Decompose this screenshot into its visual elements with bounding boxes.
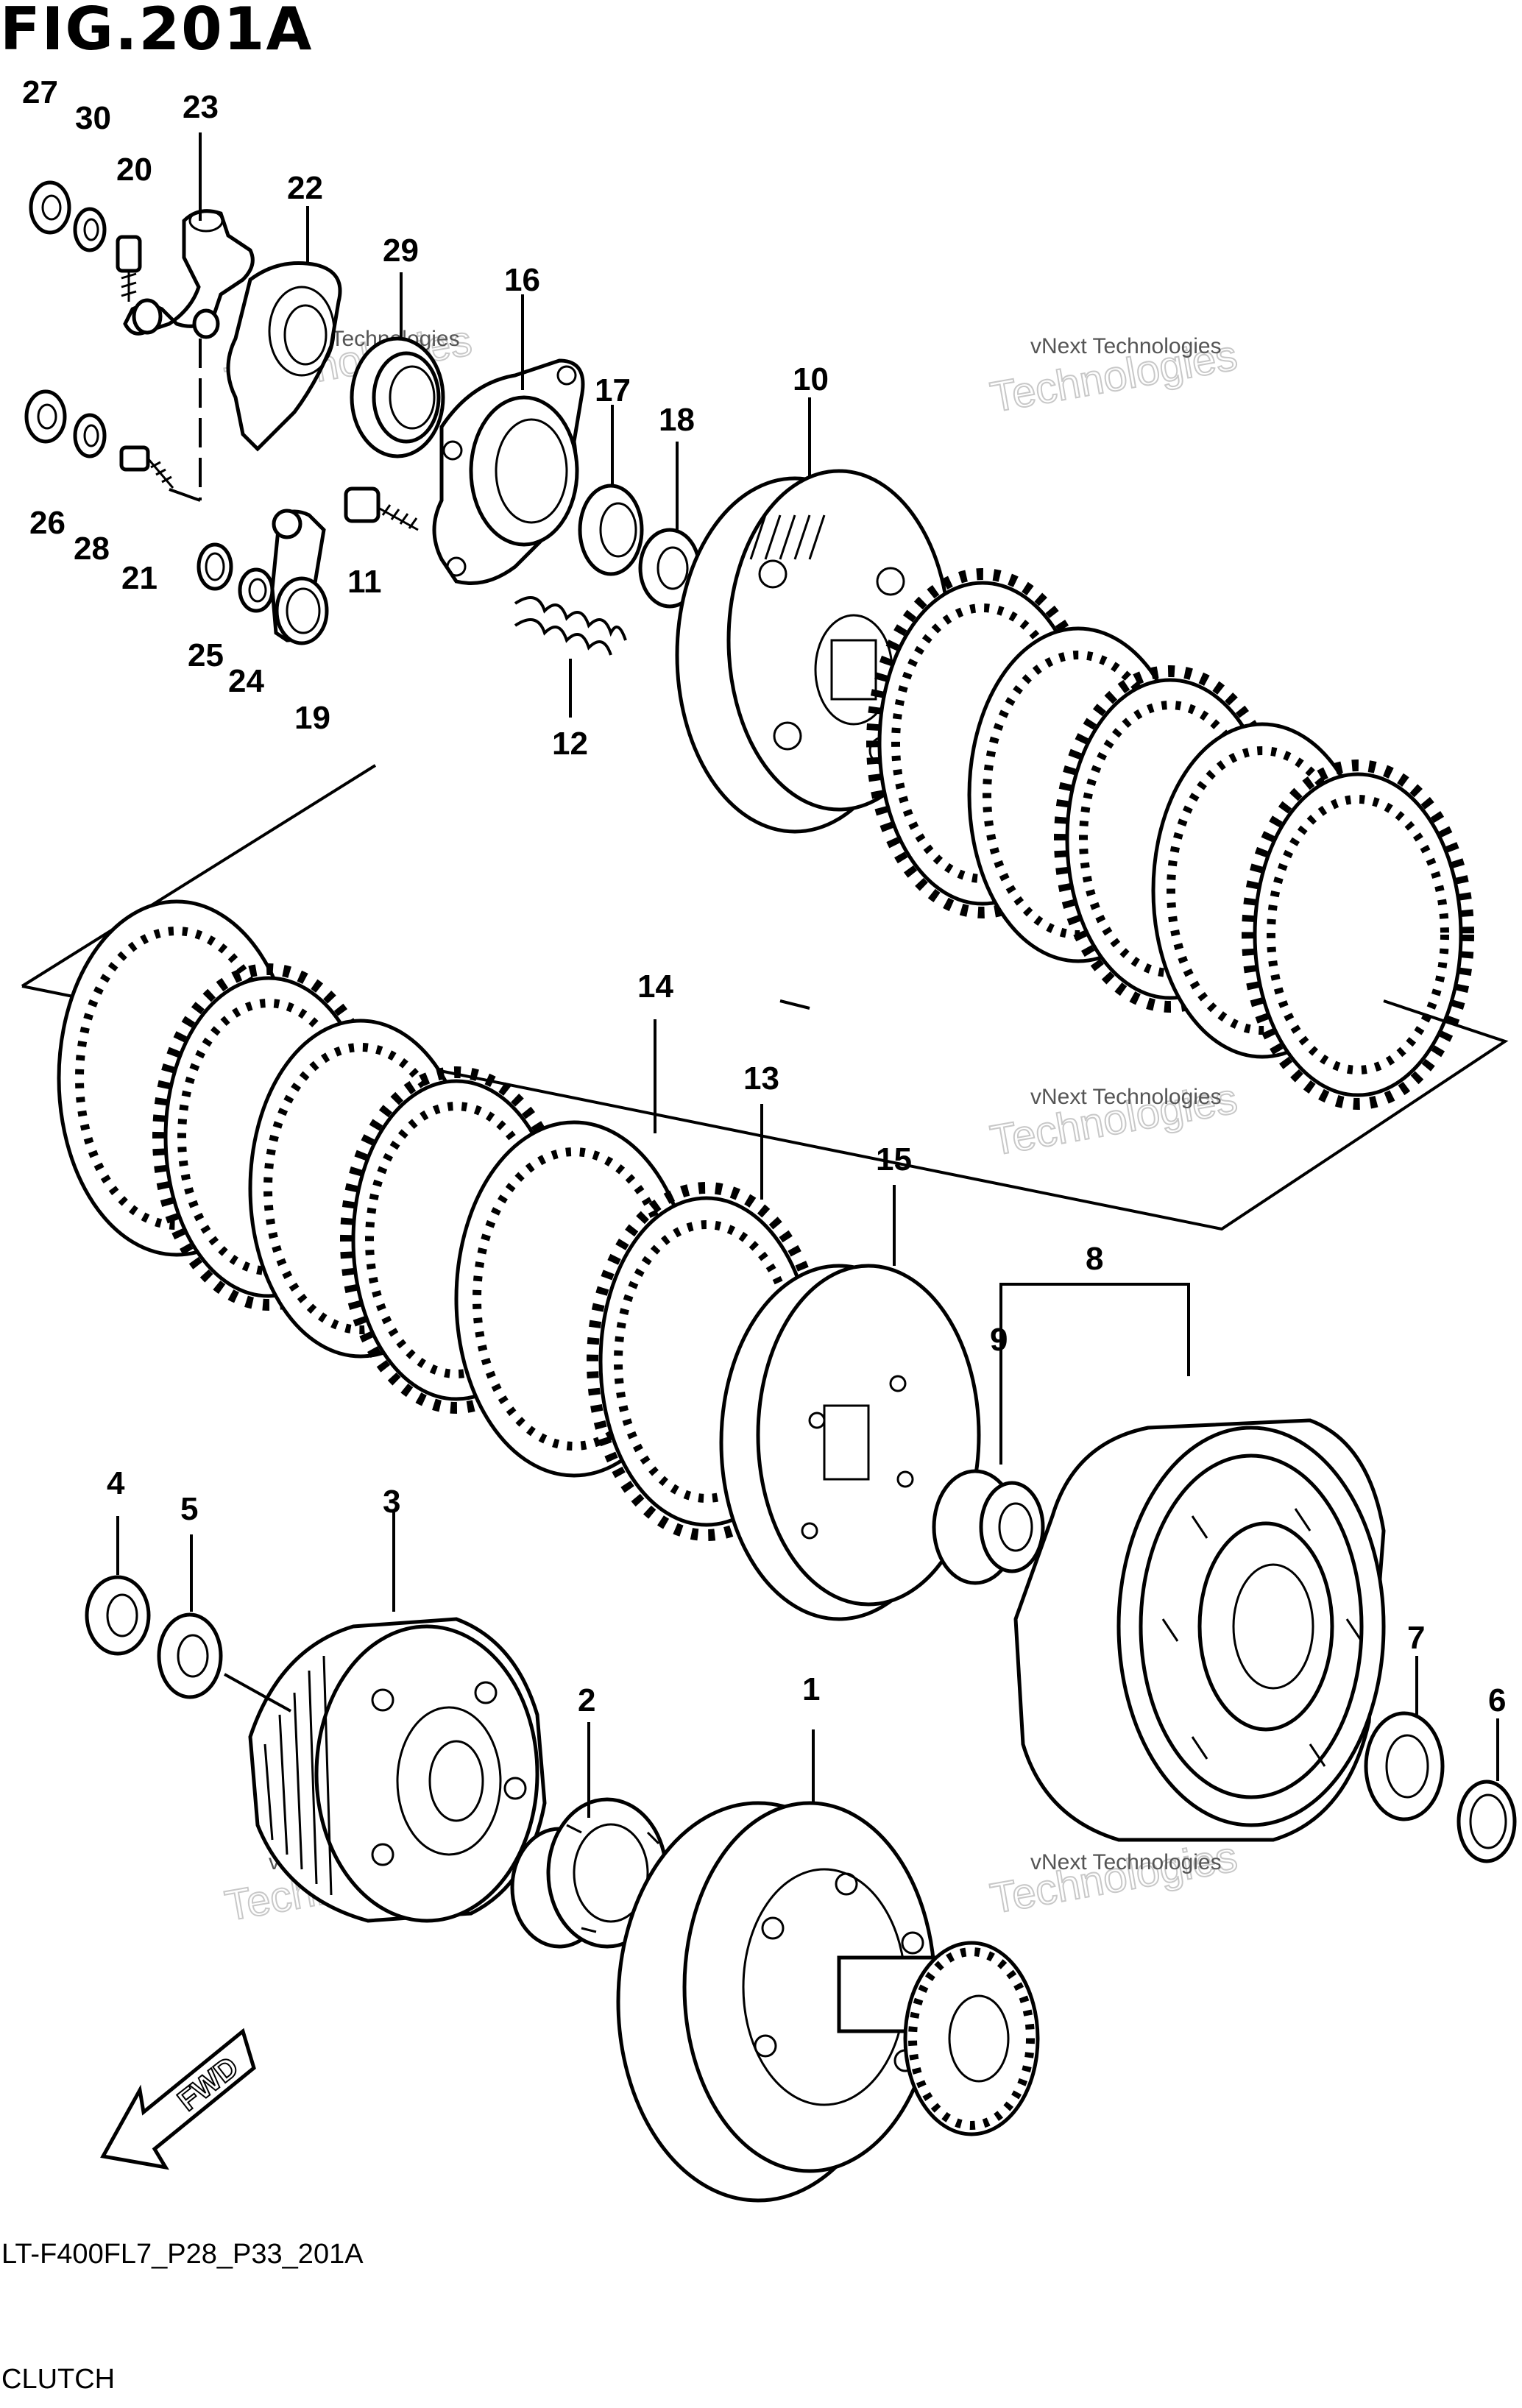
callout-21: 21 <box>121 560 157 596</box>
callout-16: 16 <box>504 262 540 298</box>
callout-8: 8 <box>1086 1241 1103 1277</box>
callout-29: 29 <box>383 233 419 269</box>
part-22-cover-plate[interactable] <box>226 206 342 452</box>
part-6-circlip[interactable] <box>1456 1718 1517 1863</box>
callout-30: 30 <box>75 100 111 136</box>
part-27-nut[interactable] <box>29 180 71 235</box>
callout-11: 11 <box>347 564 382 600</box>
fwd-direction-arrow: FWD <box>100 2028 256 2170</box>
friction-plate[interactable] <box>1242 759 1474 1110</box>
part-11-bolt[interactable] <box>344 486 419 531</box>
callout-9: 9 <box>990 1322 1008 1358</box>
callout-14: 14 <box>637 968 673 1005</box>
callout-10: 10 <box>793 361 829 397</box>
part-8-clutch-housing[interactable] <box>999 1283 1386 1842</box>
callout-19: 19 <box>294 700 330 736</box>
part-15-pressure-disc[interactable] <box>719 1185 981 1621</box>
part-24-washer[interactable] <box>238 567 275 613</box>
part-23-release-lever[interactable] <box>123 132 255 502</box>
callout-13: 13 <box>743 1060 779 1097</box>
watermark-small: vNext Technologies <box>1030 1850 1222 1874</box>
part-29-bearing[interactable] <box>350 272 445 458</box>
callout-27: 27 <box>22 74 58 110</box>
part-21-bolt[interactable] <box>119 445 174 489</box>
watermark-small: vNext Technologies <box>1030 334 1222 358</box>
callout-6: 6 <box>1488 1682 1506 1718</box>
callout-20: 20 <box>116 152 152 188</box>
part-28-washer[interactable] <box>73 413 107 458</box>
callout-7: 7 <box>1407 1620 1425 1656</box>
part-19-release-arm[interactable] <box>270 509 329 645</box>
callout-5: 5 <box>180 1491 198 1527</box>
top-plate-stack <box>866 568 1474 1110</box>
callout-3: 3 <box>383 1484 400 1520</box>
watermark-small: vNext Technologies <box>1030 1085 1222 1109</box>
callout-15: 15 <box>876 1141 912 1178</box>
part-5-washer[interactable] <box>157 1534 223 1699</box>
callout-23: 23 <box>183 89 219 125</box>
part-12-spring[interactable] <box>514 596 627 718</box>
part-20-bolt[interactable] <box>116 235 142 302</box>
callout-22: 22 <box>287 170 323 206</box>
model-code: LT-F400FL7_P28_P33_201A <box>1 2239 364 2270</box>
part-7-washer[interactable] <box>1364 1656 1445 1821</box>
part-17-collar[interactable] <box>578 405 644 576</box>
callout-17: 17 <box>595 372 631 408</box>
part-30-washer[interactable] <box>73 207 107 252</box>
part-1-clutch-drum[interactable] <box>616 1729 1040 2203</box>
callout-2: 2 <box>578 1682 595 1718</box>
part-3-clutch-carrier[interactable] <box>224 1512 547 1923</box>
callout-24: 24 <box>228 663 264 699</box>
part-26-nut[interactable] <box>24 389 67 444</box>
figure-name: CLUTCH <box>1 2364 116 2395</box>
part-9-spacer[interactable] <box>932 1361 1045 1585</box>
callout-25: 25 <box>188 637 224 673</box>
part-16-pressure-plate[interactable] <box>432 294 585 585</box>
callout-labels: 27 30 20 23 22 29 16 17 18 10 26 28 21 1… <box>22 74 1506 1718</box>
part-25-circlip[interactable] <box>197 542 233 591</box>
callout-26: 26 <box>29 505 66 541</box>
callout-28: 28 <box>74 531 110 567</box>
callout-12: 12 <box>552 726 588 762</box>
release-mechanism-parts <box>24 132 701 718</box>
callout-1: 1 <box>802 1671 820 1707</box>
callout-18: 18 <box>659 402 695 438</box>
figure-title: FIG.201A <box>0 0 314 63</box>
middle-plate-stack <box>57 899 981 1621</box>
plate-stack-bracket <box>21 764 1509 1231</box>
watermark-large: Technologies <box>987 1832 1241 1923</box>
part-4-nut[interactable] <box>85 1516 151 1656</box>
callout-4: 4 <box>107 1465 125 1501</box>
